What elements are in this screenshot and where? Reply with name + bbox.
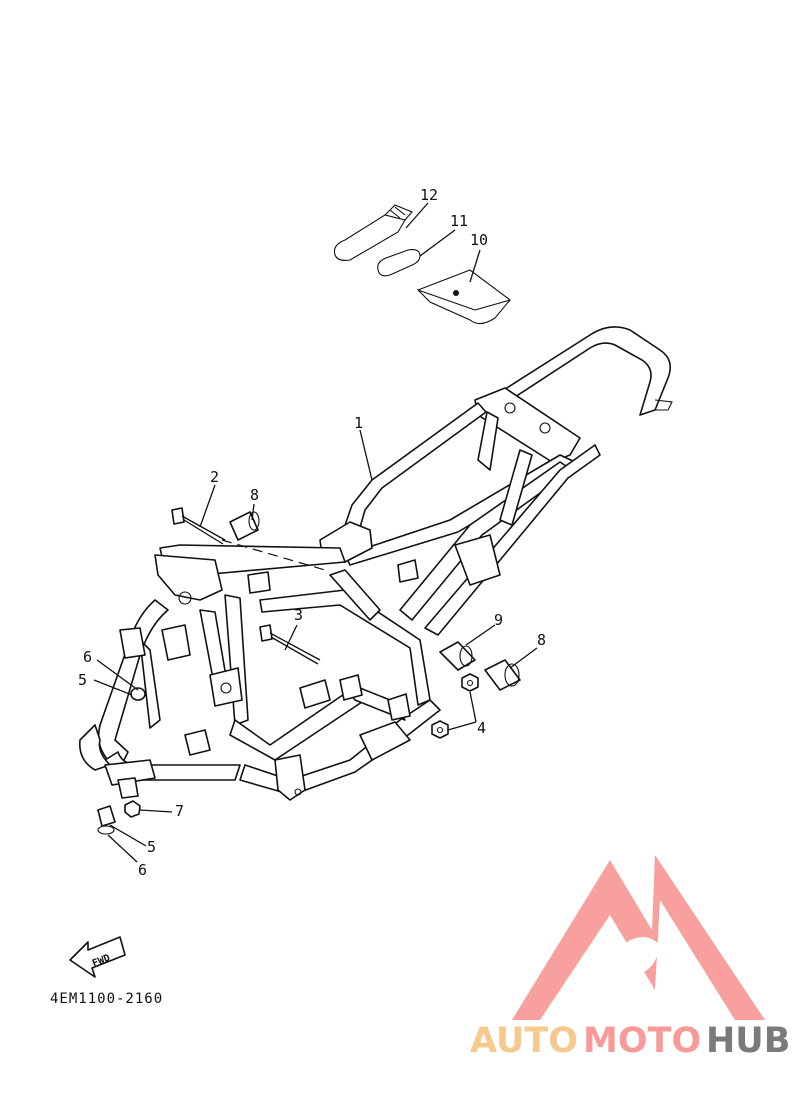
callout-5-lower: 5: [147, 838, 156, 856]
toolkit-parts: [333, 204, 511, 325]
watermark-auto: AUTO: [470, 1021, 578, 1061]
callout-12: 12: [420, 186, 438, 204]
callout-6-upper: 6: [83, 648, 92, 666]
callout-6-lower: 6: [138, 861, 147, 879]
callout-labels: 12 11 10 1 2 8 3 9 8 6 5 4 7 5 6: [78, 186, 546, 879]
watermark-logo: [512, 855, 765, 1020]
callout-3: 3: [294, 606, 303, 624]
callout-7: 7: [175, 802, 184, 820]
watermark-moto: MOTO: [583, 1021, 701, 1061]
watermark-text: AUTO MOTO HUB: [470, 1021, 790, 1061]
leader-lines: [93, 202, 538, 863]
callout-9: 9: [494, 611, 503, 629]
callout-8-upper: 8: [250, 486, 259, 504]
callout-4: 4: [477, 719, 486, 737]
callout-11: 11: [450, 212, 468, 230]
callout-5-upper: 5: [78, 671, 87, 689]
hardware-parts: [97, 507, 521, 835]
callout-8-lower: 8: [537, 631, 546, 649]
callout-1: 1: [354, 414, 363, 432]
callout-10: 10: [470, 231, 488, 249]
watermark-hub: HUB: [706, 1021, 790, 1061]
main-frame: [78, 326, 673, 801]
callout-2: 2: [210, 468, 219, 486]
part-code: 4EM1100-2160: [50, 991, 163, 1007]
fwd-arrow-icon: FWD: [69, 936, 126, 978]
